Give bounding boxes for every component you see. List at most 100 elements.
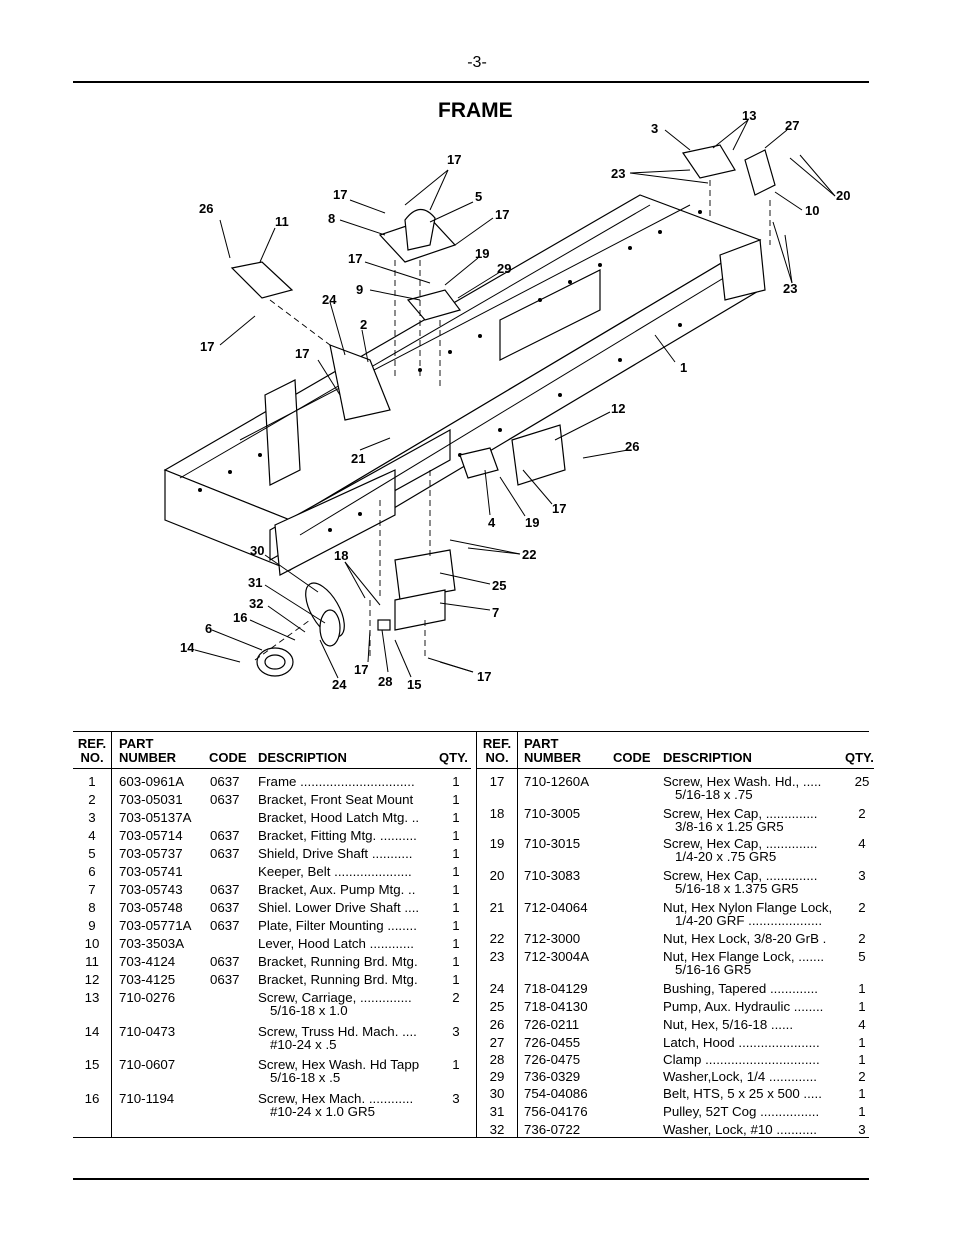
part-number-cell: 718-04130 [524,999,588,1014]
bottom-rule [73,1178,869,1180]
description-cell-line2: 3/8-16 x 1.25 GR5 [675,819,784,834]
header-code: CODE [613,750,651,765]
part-number-cell: 703-3503A [119,936,185,951]
ref-cell: 1 [88,774,96,789]
ref-cell: 27 [489,1035,505,1050]
description-cell: Screw, Carriage, .............. [258,990,412,1005]
description-cell: Washer, Lock, #10 ........... [663,1122,817,1137]
description-cell: Screw, Hex Wash. Hd., ..... [663,774,822,789]
qty-cell: 1 [452,792,460,807]
part-number-cell: 710-1260A [524,774,590,789]
qty-cell: 1 [858,999,866,1014]
callout-17-f: 17 [295,346,309,361]
callout-6: 6 [205,621,212,636]
ref-cell: 9 [88,918,96,933]
description-cell-line2: 5/16-18 x .75 [675,787,753,802]
callout-17-e: 17 [200,339,214,354]
description-cell: Keeper, Belt ..................... [258,864,412,879]
parts-table-right: REF. NO. PART NUMBER CODE DESCRIPTION QT… [476,731,874,1138]
ref-cell: 25 [489,999,505,1014]
part-number-cell: 703-05741 [119,864,183,879]
callout-4: 4 [488,515,496,530]
callout-13: 13 [742,108,756,123]
callout-17-g: 17 [552,501,566,516]
header-ref: REF. [77,736,107,751]
description-cell: Screw, Hex Cap, .............. [663,806,818,821]
header-description: DESCRIPTION [258,750,347,765]
callout-5: 5 [475,189,482,204]
part-number-cell: 712-04064 [524,900,588,915]
callout-8: 8 [328,211,335,226]
qty-cell: 1 [858,1052,866,1067]
part-number-cell: 726-0455 [524,1035,581,1050]
ref-cell: 32 [489,1122,505,1137]
header-no: NO. [80,750,104,765]
description-cell: Nut, Hex Lock, 3/8-20 GrB . [663,931,827,946]
qty-cell: 5 [858,949,866,964]
header-description: DESCRIPTION [663,750,752,765]
ref-cell: 4 [88,828,96,843]
part-number-cell: 710-1194 [119,1091,175,1106]
callout-14: 14 [180,640,195,655]
ref-cell: 19 [489,836,505,851]
ref-cell: 8 [88,900,96,915]
frame-exploded-diagram: 1 2 3 4 5 6 7 8 9 10 11 12 13 14 15 16 1… [163,108,850,692]
callout-28: 28 [378,674,392,689]
callout-20: 20 [836,188,850,203]
table-top-rule [73,731,869,732]
callout-23-a: 23 [611,166,625,181]
qty-cell: 1 [452,828,460,843]
ref-cell: 7 [88,882,96,897]
header-number: NUMBER [524,750,582,765]
part-number-cell: 703-05737 [119,846,183,861]
col-divider-center [476,731,477,1137]
description-cell: Nut, Hex, 5/16-18 ...... [663,1017,794,1032]
qty-cell: 1 [452,846,460,861]
qty-cell: 2 [858,806,866,821]
table-header: REF. NO. PART NUMBER CODE DESCRIPTION QT… [476,731,874,769]
description-cell: Bracket, Aux. Pump Mtg. .. [258,882,416,897]
qty-cell: 1 [452,774,460,789]
callout-29: 29 [497,261,511,276]
header-part: PART [524,736,559,751]
code-cell: 0637 [210,846,240,861]
qty-cell: 4 [858,836,866,851]
callout-23-b: 23 [783,281,797,296]
ref-cell: 6 [88,864,96,879]
callout-7: 7 [492,605,499,620]
part-number-cell: 710-0473 [119,1024,176,1039]
qty-cell: 3 [452,1091,460,1106]
ref-cell: 14 [84,1024,100,1039]
callout-15: 15 [407,677,421,692]
code-cell: 0637 [210,972,240,987]
parts-table-left: REF. NO. PART NUMBER CODE DESCRIPTION QT… [73,731,471,1123]
description-cell: Screw, Hex Mach. ............ [258,1091,414,1106]
ref-cell: 16 [84,1091,100,1106]
qty-cell: 1 [452,954,460,969]
callout-19-b: 19 [525,515,539,530]
callout-19-a: 19 [475,246,489,261]
ref-cell: 15 [84,1057,100,1072]
callout-1: 1 [680,360,687,375]
description-cell: Screw, Truss Hd. Mach. .... [258,1024,417,1039]
qty-cell: 3 [452,1024,460,1039]
code-cell: 0637 [210,918,240,933]
header-ref: REF. [482,736,512,751]
description-cell-line2: #10-24 x 1.0 GR5 [270,1104,375,1119]
description-cell: Bracket, Running Brd. Mtg. [258,954,418,969]
callout-10: 10 [805,203,819,218]
ref-cell: 18 [489,806,505,821]
